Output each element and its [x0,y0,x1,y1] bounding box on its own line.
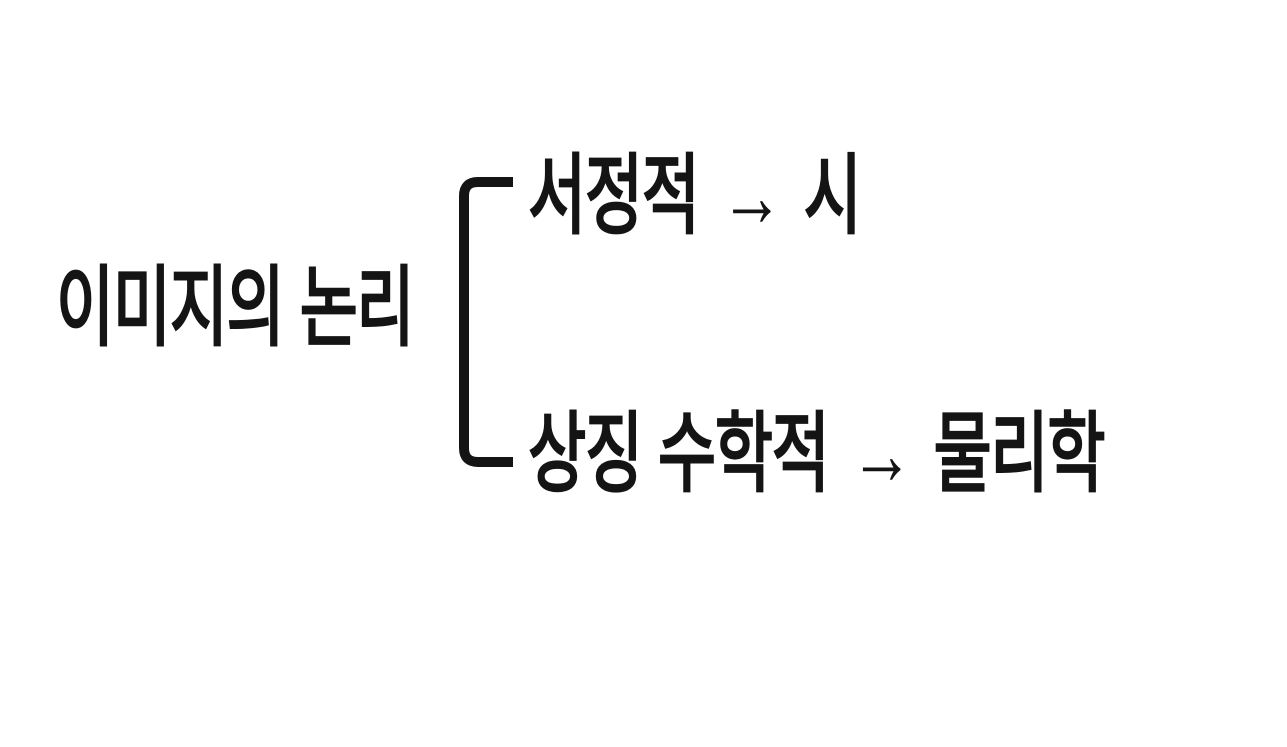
branch-lyrical-target: 시 [803,146,862,245]
root-label-text: 이미지의 논리 [56,258,415,357]
arrow-right-glyph: → [720,146,783,245]
bracket-icon [459,177,513,467]
branch-lyrical: 서정적 → 시 [528,146,862,245]
branch-symbolic-mathematical: 상징 수학적 → 물리학 [528,404,1106,503]
branch-symbolic-target: 물리학 [933,404,1106,503]
branch-symbolic-source: 상징 수학적 [528,404,830,503]
branch-lyrical-source: 서정적 [528,146,700,245]
arrow-right-glyph: → [850,404,913,503]
root-label: 이미지의 논리 [56,258,415,357]
branch-bracket [454,172,518,472]
